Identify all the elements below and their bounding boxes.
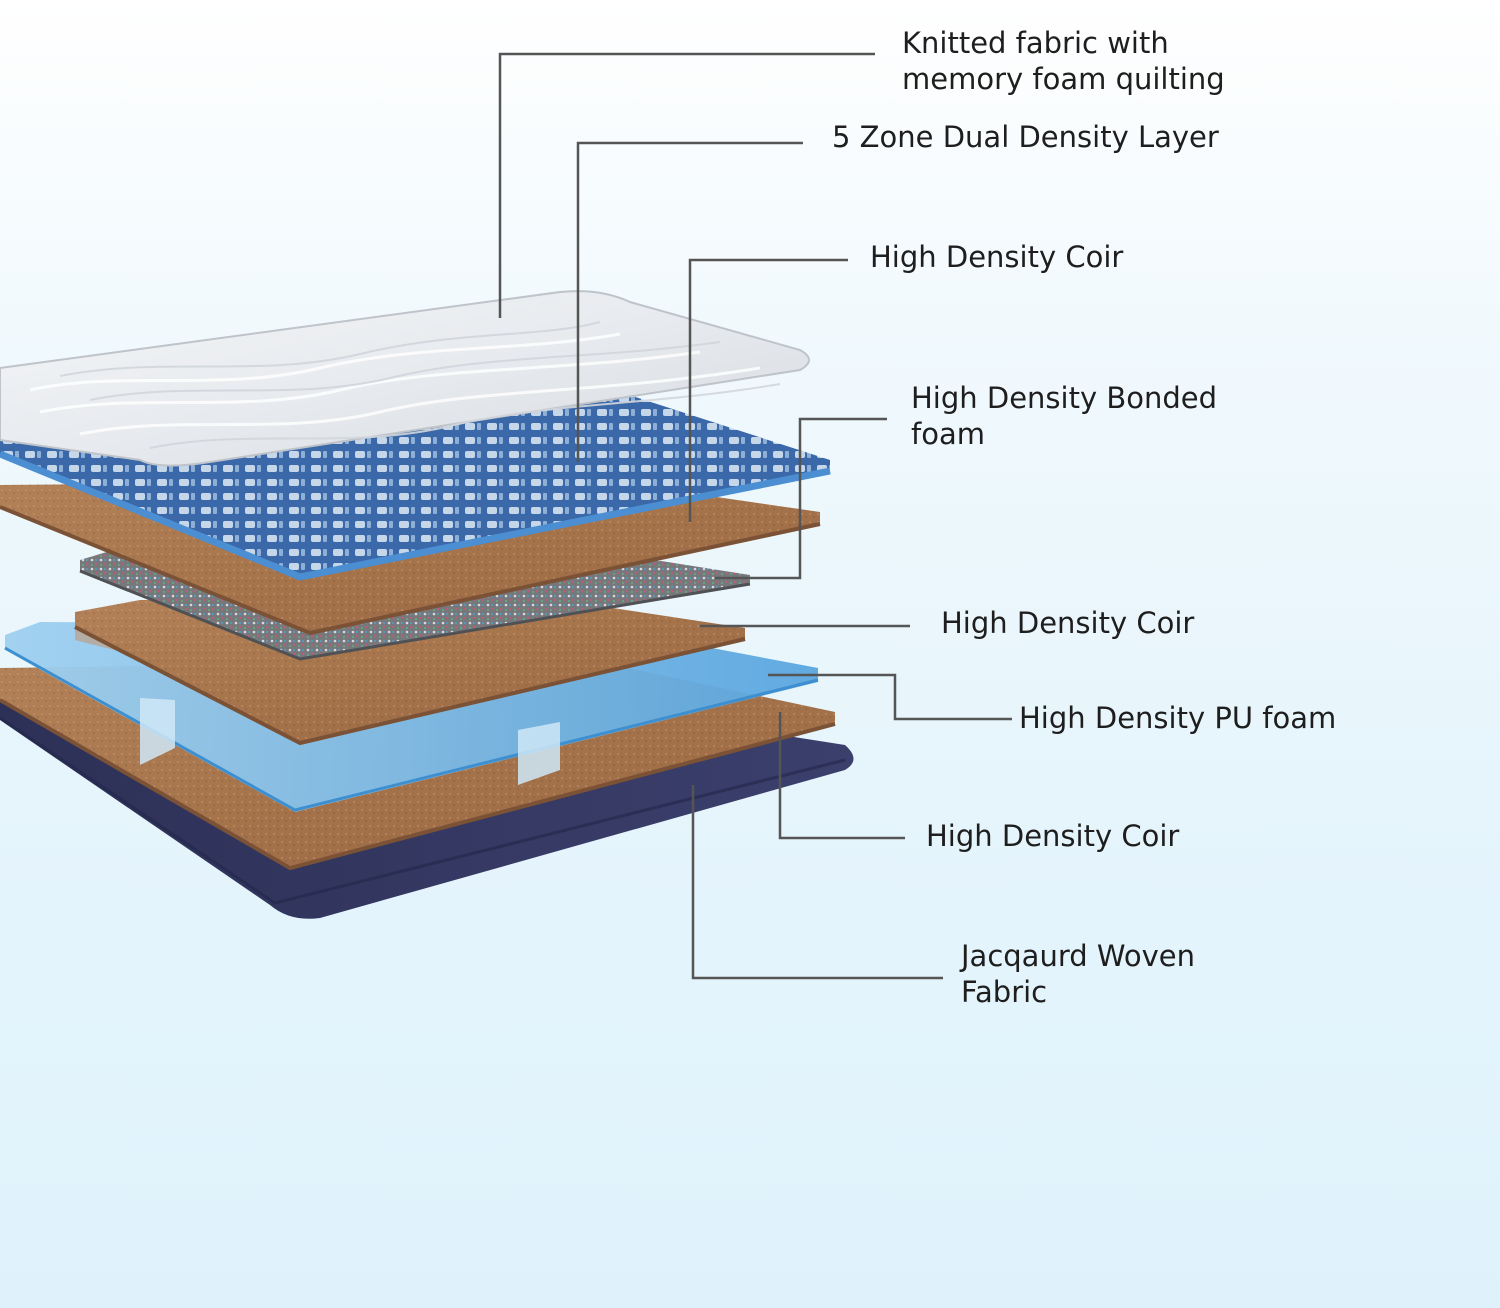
label-coir-1: High Density Coir [870, 240, 1124, 274]
leader-line-bonded-foam [715, 417, 887, 580]
leader-line-coir-1 [688, 258, 848, 522]
label-knitted-fabric: Knitted fabric with memory foam quilting [902, 26, 1225, 96]
label-pu-foam: High Density PU foam [1019, 701, 1337, 735]
leader-lines [498, 52, 1012, 980]
leader-line-jacquard-fabric [691, 785, 943, 980]
label-jacquard-fabric: Jacqaurd Woven Fabric [961, 939, 1195, 1009]
leader-line-zone-layer [576, 141, 803, 462]
leader-line-pu-foam [768, 673, 1012, 721]
leader-line-coir-3 [778, 712, 905, 840]
label-coir-2: High Density Coir [941, 606, 1195, 640]
label-zone-layer: 5 Zone Dual Density Layer [832, 120, 1219, 154]
label-bonded-foam: High Density Bonded foam [911, 381, 1218, 451]
label-coir-3: High Density Coir [926, 819, 1180, 853]
knitted-fabric-layer [0, 290, 810, 467]
leader-line-knitted-fabric [498, 52, 875, 318]
